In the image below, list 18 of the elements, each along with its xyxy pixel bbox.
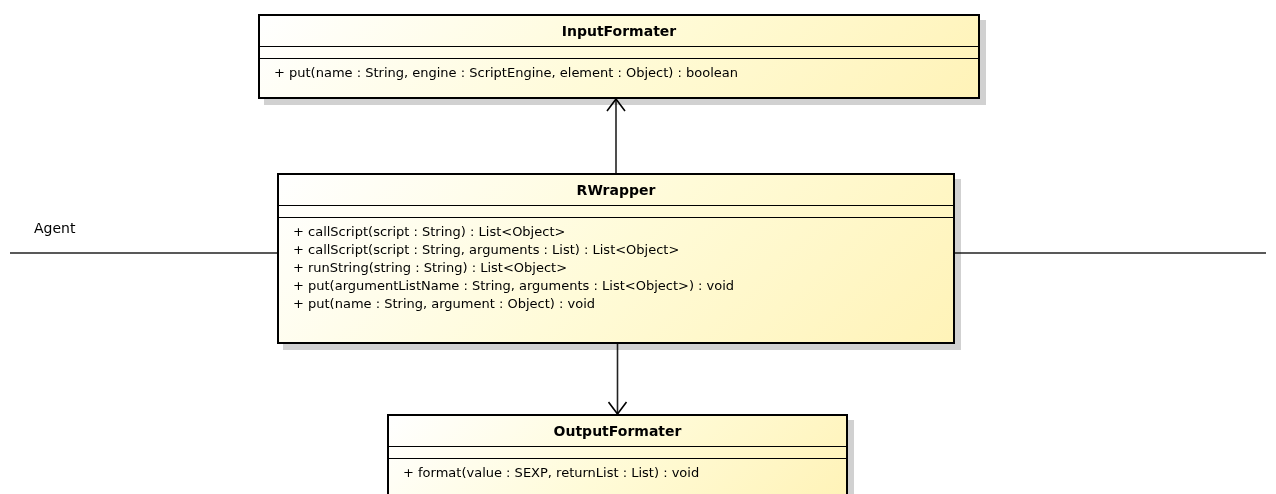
edge-label: Agent: [34, 220, 76, 236]
association-line: [9, 252, 278, 254]
class-box: [258, 14, 980, 99]
class-box: [277, 173, 955, 344]
class-name: RWrapper: [576, 181, 656, 200]
method-signature: + put(name : String, argument : Object) : void: [293, 295, 596, 313]
class-name: InputFormater: [561, 22, 677, 41]
class-name: OutputFormater: [553, 422, 682, 441]
arrow: [606, 98, 626, 174]
method-signature: + put(name : String, engine : ScriptEngine, element : Object) : boolean: [274, 64, 739, 82]
method-signature: + callScript(script : String, arguments : List) : List<Object>: [293, 241, 680, 259]
method-signature: + put(argumentListName : String, arguments : List<Object>) : void: [293, 277, 735, 295]
method-signature: + runString(string : String) : List<Object>: [293, 259, 568, 277]
method-signature: + format(value : SEXP, returnList : List) : void: [403, 464, 700, 482]
class-box: [387, 414, 848, 494]
method-signature: + callScript(script : String) : List<Object>: [293, 223, 566, 241]
arrow: [607, 343, 628, 415]
association-line: [954, 252, 1267, 254]
